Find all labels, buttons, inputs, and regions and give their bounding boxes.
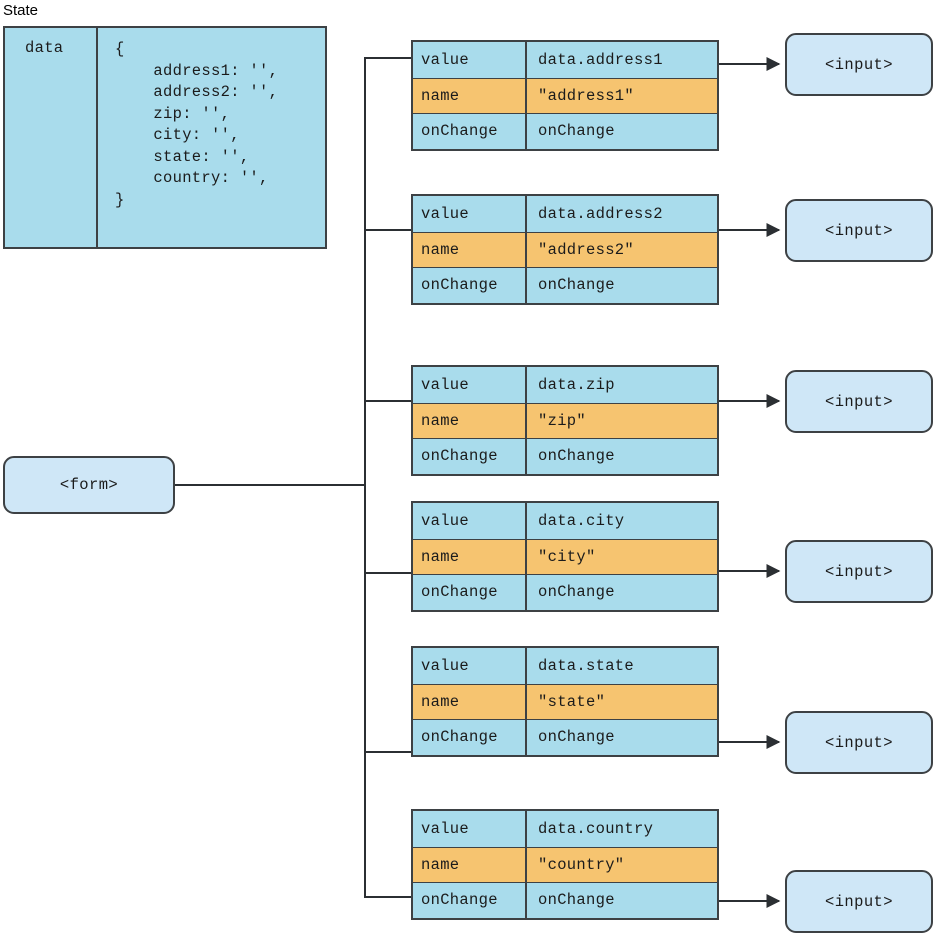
prop-key: value xyxy=(413,196,527,232)
prop-value: "country" xyxy=(538,855,625,874)
state-key-label: data xyxy=(25,39,64,57)
prop-key: name xyxy=(413,232,527,267)
table-row: onChange onChange xyxy=(413,438,717,474)
props-table-city: value data.city name "city" onChange onC… xyxy=(411,501,719,612)
table-row: onChange onChange xyxy=(413,267,717,303)
props-table-state: value data.state name "state" onChange o… xyxy=(411,646,719,757)
prop-key: name xyxy=(413,78,527,113)
prop-value: "zip" xyxy=(538,411,587,430)
prop-value: onChange xyxy=(538,891,615,910)
prop-value: data.country xyxy=(538,819,654,838)
state-panel-label: State xyxy=(3,2,39,19)
prop-key: name xyxy=(413,684,527,719)
table-row: name "address2" xyxy=(413,231,717,267)
table-row: name "address1" xyxy=(413,77,717,113)
prop-key: onChange xyxy=(413,114,527,149)
prop-key: onChange xyxy=(413,720,527,755)
input-node-address1[interactable]: <input> xyxy=(785,33,933,96)
state-panel-divider xyxy=(96,28,98,247)
prop-value: "city" xyxy=(538,547,596,566)
table-row: name "state" xyxy=(413,683,717,719)
prop-key: value xyxy=(413,811,527,847)
state-value-code: { address1: '', address2: '', zip: '', c… xyxy=(115,40,279,209)
prop-value: data.state xyxy=(538,656,635,675)
props-table-zip: value data.zip name "zip" onChange onCha… xyxy=(411,365,719,476)
prop-key: value xyxy=(413,42,527,78)
table-row: value data.state xyxy=(413,648,717,684)
prop-value: onChange xyxy=(538,276,615,295)
prop-value: onChange xyxy=(538,728,615,747)
prop-value: "state" xyxy=(538,692,606,711)
prop-value: onChange xyxy=(538,122,615,141)
table-row: onChange onChange xyxy=(413,882,717,918)
prop-key: value xyxy=(413,367,527,403)
table-row: value data.country xyxy=(413,811,717,847)
table-row: name "city" xyxy=(413,538,717,574)
input-node-city[interactable]: <input> xyxy=(785,540,933,603)
input-node-zip[interactable]: <input> xyxy=(785,370,933,433)
prop-key: onChange xyxy=(413,439,527,474)
table-row: value data.address1 xyxy=(413,42,717,78)
table-row: value data.city xyxy=(413,503,717,539)
table-row: value data.address2 xyxy=(413,196,717,232)
prop-key: name xyxy=(413,539,527,574)
prop-value: "address2" xyxy=(538,240,635,259)
table-row: onChange onChange xyxy=(413,574,717,610)
prop-value: data.zip xyxy=(538,375,615,394)
form-node[interactable]: <form> xyxy=(3,456,175,514)
prop-key: onChange xyxy=(413,883,527,918)
prop-key: onChange xyxy=(413,268,527,303)
input-node-state[interactable]: <input> xyxy=(785,711,933,774)
prop-key: name xyxy=(413,403,527,438)
props-table-address2: value data.address2 name "address2" onCh… xyxy=(411,194,719,305)
table-row: value data.zip xyxy=(413,367,717,403)
prop-value: "address1" xyxy=(538,86,635,105)
table-row: name "zip" xyxy=(413,402,717,438)
prop-value: data.city xyxy=(538,511,625,530)
prop-key: value xyxy=(413,648,527,684)
prop-key: onChange xyxy=(413,575,527,610)
input-node-address2[interactable]: <input> xyxy=(785,199,933,262)
table-row: name "country" xyxy=(413,846,717,882)
prop-value: onChange xyxy=(538,447,615,466)
prop-value: data.address2 xyxy=(538,204,663,223)
prop-value: data.address1 xyxy=(538,50,663,69)
table-row: onChange onChange xyxy=(413,113,717,149)
props-table-address1: value data.address1 name "address1" onCh… xyxy=(411,40,719,151)
prop-key: name xyxy=(413,847,527,882)
prop-value: onChange xyxy=(538,583,615,602)
input-node-country[interactable]: <input> xyxy=(785,870,933,933)
table-row: onChange onChange xyxy=(413,719,717,755)
props-table-country: value data.country name "country" onChan… xyxy=(411,809,719,920)
state-panel: data { address1: '', address2: '', zip: … xyxy=(3,26,327,249)
prop-key: value xyxy=(413,503,527,539)
